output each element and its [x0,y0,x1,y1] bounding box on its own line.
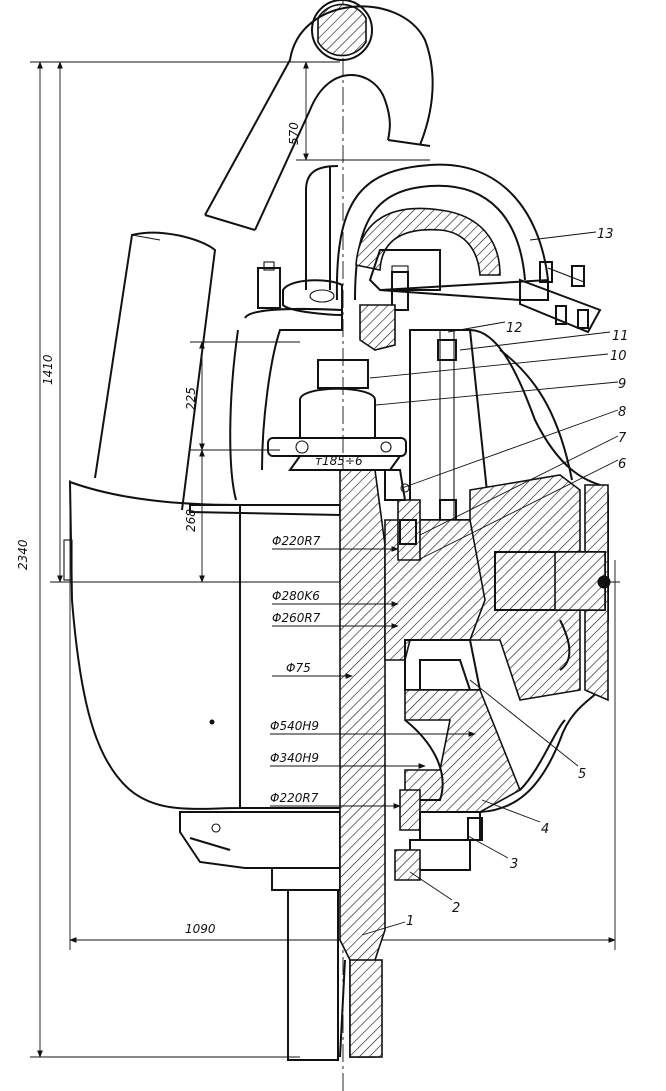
callout-11: 11 [612,329,629,344]
callout-7: 7 [618,431,627,446]
callouts: 1 2 3 4 5 6 7 8 9 10 11 12 13 [361,227,629,936]
upper-pipe [204,0,434,231]
lower-housing [179,811,341,1061]
fit-260: Φ260R7 [272,611,321,625]
callout-6: 6 [618,457,626,472]
left-elbow-pipe [94,231,217,511]
motor-cap [267,359,407,471]
fit-185: т185÷6 [315,454,363,468]
callout-8: 8 [618,405,626,420]
dimension-labels: 2340 1410 570 225 268 1090 [16,122,301,936]
seal-assembly [384,469,421,561]
right-casing [469,329,611,813]
callout-10: 10 [610,349,627,364]
fit-540: Φ540H9 [270,719,319,733]
fit-labels: т185÷6 Φ220R7 Φ280K6 Φ260R7 Φ75 Φ540H9 Φ… [270,454,476,809]
callout-13: 13 [597,227,614,242]
bearing-block [359,304,492,549]
fit-220-lower: Φ220R7 [270,791,319,805]
callout-1: 1 [406,914,414,929]
fit-340: Φ340H9 [270,751,319,765]
right-pipe-head [335,163,602,334]
dim-1090: 1090 [185,922,216,936]
main-shaft [339,469,386,1058]
dim-1410: 1410 [41,354,55,385]
callout-9: 9 [618,377,626,392]
callout-3: 3 [510,857,518,872]
dim-225: 225 [184,387,198,410]
dim-2340: 2340 [16,539,30,570]
dim-570: 570 [287,122,301,145]
dim-268: 268 [184,509,198,532]
fit-220-upper: Φ220R7 [272,534,321,548]
dimension-lines [30,61,620,1058]
callout-4: 4 [541,822,549,837]
callout-12: 12 [506,321,523,336]
riser-pipe [305,165,339,290]
fit-280: Φ280K6 [272,589,320,603]
callout-5: 5 [578,767,586,782]
callout-2: 2 [452,901,460,916]
fit-75: Φ75 [286,661,311,675]
